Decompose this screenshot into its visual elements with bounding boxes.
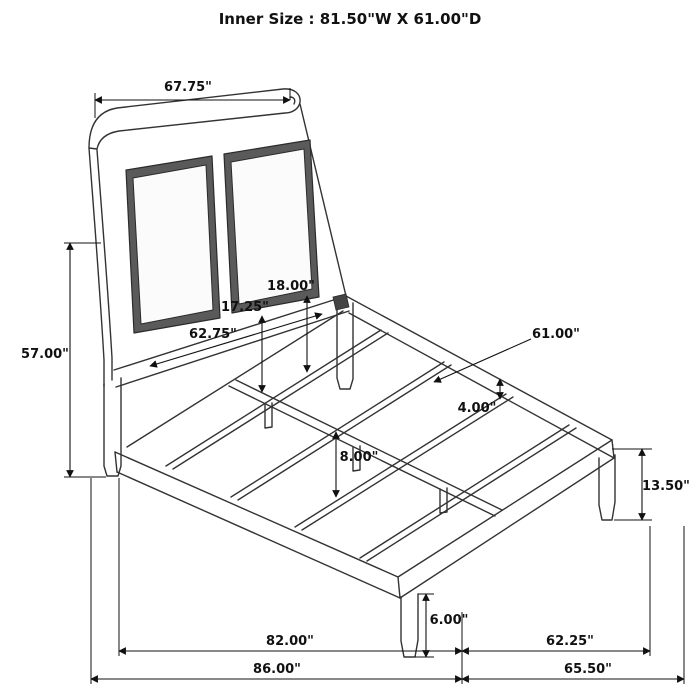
dimension-annotations: 67.75" 57.00" 18.00" 17.25" 62.75" 61.00… xyxy=(21,80,690,684)
dim-label-panel-inner-height: 17.25" xyxy=(221,300,269,315)
rail-mounting-bracket xyxy=(332,293,350,311)
far-side-rail-top xyxy=(345,295,613,441)
dim-label-frame-length: 82.00" xyxy=(266,634,314,649)
diagram-title: Inner Size : 81.50"W X 61.00"D xyxy=(219,10,482,28)
center-leg-3 xyxy=(439,487,448,514)
slat-platform xyxy=(165,329,577,562)
foot-rail-near-end xyxy=(397,576,401,599)
center-support-legs xyxy=(264,402,448,514)
far-side-rail-bottom xyxy=(348,312,615,459)
dim-label-headboard-height: 57.00" xyxy=(21,347,69,362)
headboard-top-roll xyxy=(88,88,301,150)
dim-label-panel-height: 18.00" xyxy=(267,279,315,294)
foot-rail-top xyxy=(397,439,613,578)
center-rail-bottom xyxy=(228,385,496,517)
dim-label-footboard-height: 13.50" xyxy=(642,479,690,494)
headboard-right-edge xyxy=(299,103,347,297)
dim-label-inner-depth: 61.00" xyxy=(532,327,580,342)
headboard-left-inner-edge xyxy=(96,149,113,381)
headboard-left-outer-edge xyxy=(88,147,105,387)
headboard-panel-right-center xyxy=(230,148,313,305)
headboard-left-leg xyxy=(103,377,122,477)
headboard xyxy=(88,88,354,477)
headboard-panel-left-center xyxy=(132,164,214,325)
near-side-rail-top xyxy=(114,451,399,578)
center-rail-top xyxy=(235,379,503,511)
foot-legs xyxy=(400,454,616,658)
dim-leader-inner-depth xyxy=(433,338,532,383)
dim-line-headboard-inner-width xyxy=(149,312,323,368)
dim-label-rail-width: 4.00" xyxy=(458,401,497,416)
near-side-rail-end xyxy=(114,451,118,473)
dim-label-slat-spacing: 8.00" xyxy=(340,450,379,465)
dim-label-top-width: 67.75" xyxy=(164,80,212,95)
dim-label-overall-length: 86.00" xyxy=(253,662,301,677)
foot-leg-near xyxy=(400,593,419,658)
center-leg-1 xyxy=(264,402,273,429)
foot-leg-far xyxy=(598,454,616,521)
center-leg-2 xyxy=(352,445,361,472)
foot-rail-bottom xyxy=(399,457,615,599)
dim-label-leg-height: 6.00" xyxy=(430,613,469,628)
near-side-rail-bottom xyxy=(116,471,401,599)
dim-label-foot-inner-width: 62.25" xyxy=(546,634,594,649)
headboard-roll-curl xyxy=(289,96,296,105)
dim-label-headboard-inner-width: 62.75" xyxy=(189,327,237,342)
dim-label-foot-overall-width: 65.50" xyxy=(564,662,612,677)
